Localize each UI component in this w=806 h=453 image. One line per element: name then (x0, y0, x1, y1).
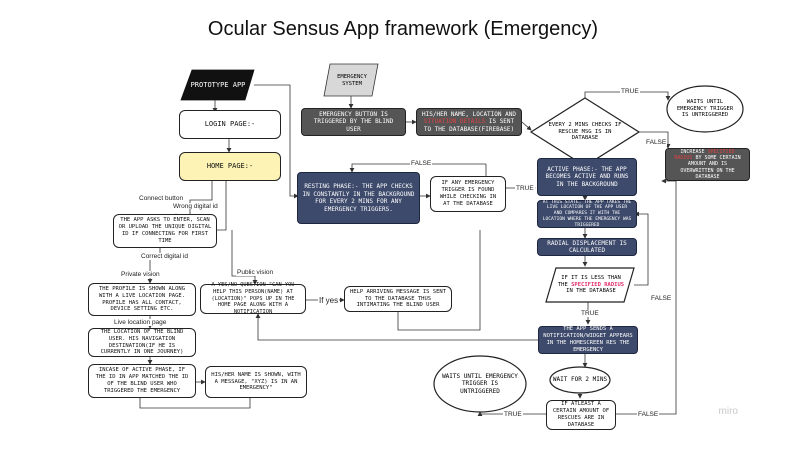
label-false-right: FALSE (645, 139, 668, 146)
label-true-notify: TRUE (580, 310, 600, 317)
waits-top-ellipse (666, 85, 744, 133)
radial-displacement-node[interactable]: RADIAL DISPLACEMENT IS CALCULATED (537, 238, 637, 256)
every-2-mins-diamond (529, 97, 641, 167)
info-sent-text-1: HIS/HER NAME, LOCATION AND (422, 110, 516, 118)
if-emergency-found-node[interactable]: IF ANY EMERGENCY TRIGGER IS FOUND WHILE … (430, 176, 506, 212)
help-arriving-node[interactable]: HELP ARRIVING MESSAGE IS SENT TO THE DAT… (344, 286, 452, 312)
home-page-node[interactable]: HOME PAGE:- (179, 152, 281, 181)
takes-live-location-node[interactable]: AT THIS STATE, THE APP TAKES THE LIVE LO… (537, 200, 637, 228)
prototype-app-shape (180, 69, 255, 101)
label-false-radius: FALSE (650, 295, 673, 302)
label-correct-digital-id: Correct digital id (140, 253, 189, 260)
info-sent-highlight: SITUATION DETAILS (423, 118, 486, 126)
sends-notification-node[interactable]: THE APP SENDS A NOTIFICATION/WIDGET APPE… (538, 326, 638, 354)
app-asks-node[interactable]: THE APP ASKS TO ENTER, SCAN OR UPLOAD TH… (113, 214, 217, 248)
label-public-vision: Public vision (236, 269, 275, 276)
if-atleast-node[interactable]: IF ATLEAST A CERTAIN AMOUNT OF RESCUES A… (546, 400, 616, 430)
label-true-top: TRUE (620, 88, 640, 95)
profile-shown-node[interactable]: THE PROFILE IS SHOWN ALONG WITH A LIVE L… (88, 283, 196, 316)
incase-active-node[interactable]: INCASE OF ACTIVE PHASE, IF THE ID IN APP… (88, 364, 196, 398)
label-wrong-digital-id: Wrong digital id (172, 203, 219, 210)
increase-radius-node[interactable]: INCREASE SPECIFIED RADIUS BY SOME CERTAI… (665, 148, 750, 181)
increase-highlight: SPECIFIED RADIUS (674, 148, 735, 162)
label-if-yes: If yes (318, 296, 340, 305)
active-phase-node[interactable]: ACTIVE PHASE:- THE APP BECOMES ACTIVE AN… (537, 158, 637, 196)
diagram-title: Ocular Sensus App framework (Emergency) (207, 18, 599, 40)
label-true-active: TRUE (515, 185, 535, 192)
waits-bottom-ellipse (433, 355, 527, 413)
increase-text-1: INCREASE (680, 148, 708, 155)
location-blind-node[interactable]: THE LOCATION OF THE BLIND USER. HIS NAVI… (88, 328, 196, 357)
increase-text-2: BY SOME CERTAIN AMOUNT AND IS OVERWRITTE… (680, 155, 741, 180)
yes-no-question-node[interactable]: A YES/NO QUESTION "CAN YOU HELP THIS PER… (200, 282, 306, 315)
miro-watermark: miro (718, 406, 738, 417)
wait-2-mins-ellipse (549, 366, 611, 394)
label-connect-button: Connect button (138, 195, 185, 202)
emergency-system-shape (323, 63, 379, 97)
info-sent-node[interactable]: HIS/HER NAME, LOCATION AND SITUATION DET… (416, 108, 522, 136)
info-sent-text-2: IS SENT TO THE DATABASE(FIREBASE) (423, 118, 515, 133)
label-true-bottom: TRUE (503, 411, 523, 418)
resting-phase-node[interactable]: RESTING PHASE:- THE APP CHECKS IN CONSTA… (297, 172, 420, 224)
label-false-resting: FALSE (410, 160, 433, 167)
his-name-shown-node[interactable]: HIS/HER NAME IS SHOWN, WITH A MESSAGE, "… (205, 366, 307, 398)
emergency-button-node[interactable]: EMERGENCY BUTTON IS TRIGGERED BY THE BLI… (301, 108, 406, 136)
login-page-node[interactable]: LOGIN PAGE:- (179, 110, 281, 139)
label-false-bottom: FALSE (637, 411, 660, 418)
if-less-radius-shape (545, 267, 635, 303)
label-private-vision: Private vision (120, 271, 161, 278)
label-live-location-page: Live location page (113, 319, 168, 326)
